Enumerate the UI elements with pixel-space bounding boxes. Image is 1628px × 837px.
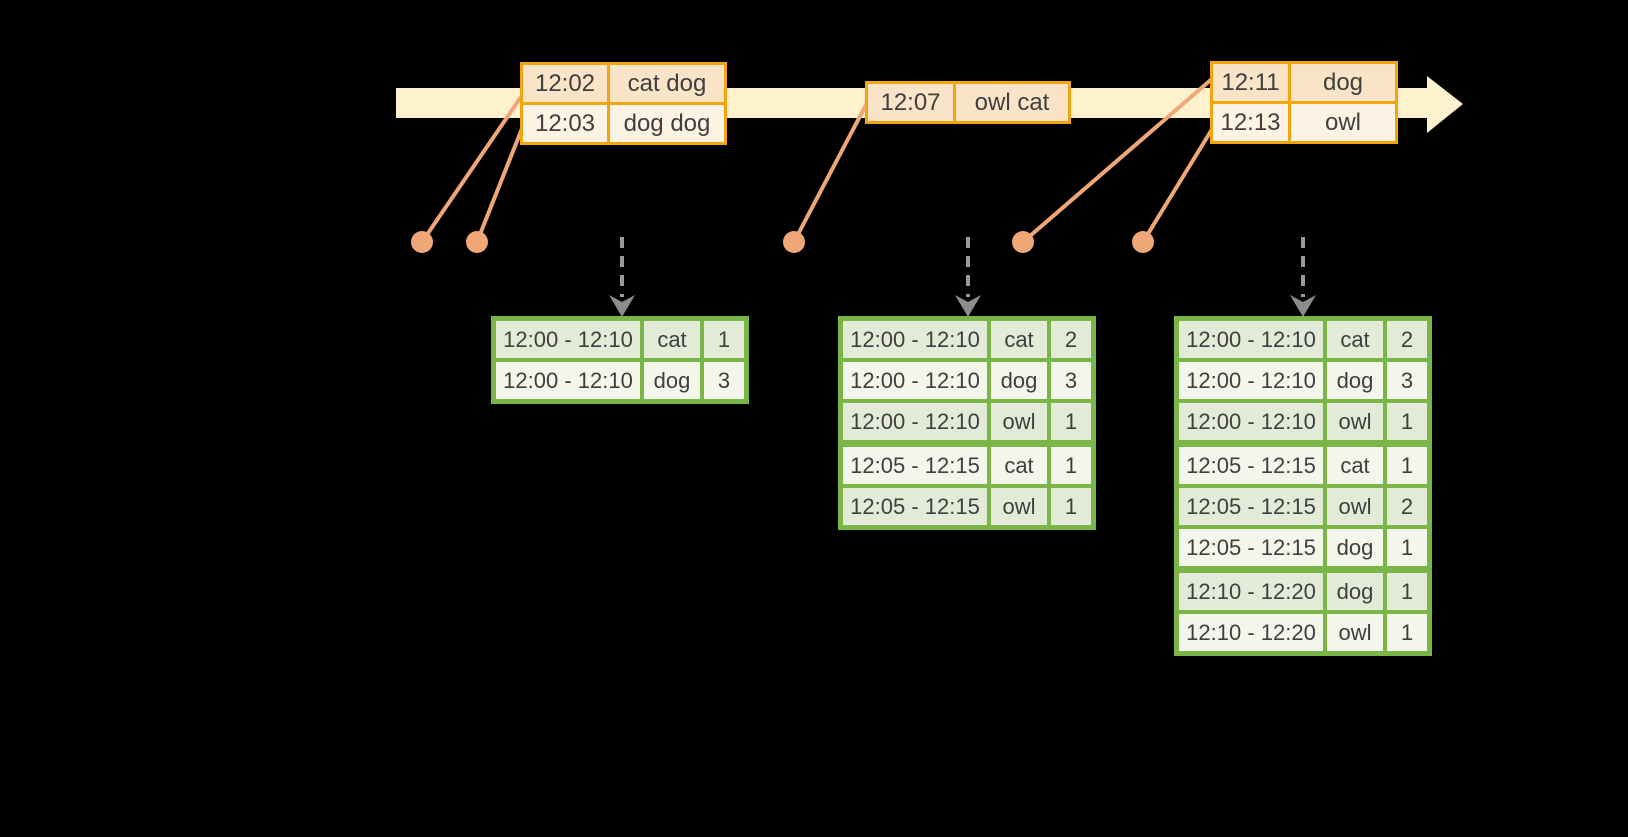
count-cell: 1: [1047, 399, 1096, 446]
event-words-cell: owl cat: [953, 81, 1071, 124]
event-time-cell: 12:03: [520, 102, 610, 145]
count-cell: 2: [1047, 316, 1096, 362]
event-dot: [783, 231, 805, 253]
window-cell: 12:00 - 12:10: [838, 316, 991, 362]
event-row: 12:11 dog: [1210, 61, 1398, 104]
trigger-arrowheads: [609, 295, 1316, 317]
word-cell: cat: [1323, 440, 1387, 488]
word-cell: cat: [987, 440, 1051, 488]
event-row: 12:03 dog dog: [520, 102, 727, 145]
event-row: 12:07 owl cat: [865, 81, 1071, 124]
result-row: 12:10 - 12:20 dog 1: [1174, 566, 1432, 614]
connector-line: [1021, 76, 1215, 244]
result-row: 12:05 - 12:15 cat 1: [1174, 440, 1432, 488]
count-cell: 1: [1383, 525, 1432, 572]
word-cell: cat: [1323, 316, 1387, 362]
connector-line: [420, 92, 525, 244]
event-table-1: 12:02 cat dog 12:03 dog dog: [520, 62, 727, 145]
count-cell: 1: [700, 316, 749, 362]
count-cell: 3: [700, 358, 749, 404]
count-cell: 1: [1383, 610, 1432, 656]
count-cell: 1: [1383, 399, 1432, 446]
word-cell: owl: [987, 484, 1051, 530]
connector-line: [475, 124, 525, 244]
word-cell: cat: [640, 316, 704, 362]
event-row: 12:02 cat dog: [520, 62, 727, 105]
word-cell: owl: [1323, 610, 1387, 656]
window-cell: 12:05 - 12:15: [1174, 440, 1327, 488]
word-cell: cat: [987, 316, 1051, 362]
event-time-cell: 12:02: [520, 62, 610, 105]
word-cell: owl: [1323, 484, 1387, 529]
word-cell: owl: [1323, 399, 1387, 446]
result-row: 12:05 - 12:15 dog 1: [1174, 525, 1432, 572]
result-row: 12:00 - 12:10 owl 1: [1174, 399, 1432, 446]
event-dot: [411, 231, 433, 253]
result-row: 12:00 - 12:10 cat 2: [838, 316, 1096, 362]
window-cell: 12:00 - 12:10: [491, 358, 644, 404]
event-words-cell: dog: [1288, 61, 1398, 104]
event-words-cell: dog dog: [607, 102, 727, 145]
result-table-3: 12:00 - 12:10 cat 2 12:00 - 12:10 dog 3 …: [1174, 316, 1432, 656]
count-cell: 3: [1047, 358, 1096, 403]
result-row: 12:00 - 12:10 cat 2: [1174, 316, 1432, 362]
result-row: 12:00 - 12:10 dog 3: [838, 358, 1096, 403]
result-row: 12:00 - 12:10 cat 1: [491, 316, 749, 362]
event-dot: [466, 231, 488, 253]
event-dot: [1012, 231, 1034, 253]
result-row: 12:00 - 12:10 dog 3: [1174, 358, 1432, 403]
result-row: 12:10 - 12:20 owl 1: [1174, 610, 1432, 656]
result-row: 12:05 - 12:15 cat 1: [838, 440, 1096, 488]
count-cell: 1: [1383, 440, 1432, 488]
event-table-3: 12:11 dog 12:13 owl: [1210, 61, 1398, 144]
timeline-arrowhead-icon: [1427, 76, 1463, 133]
word-cell: dog: [640, 358, 704, 404]
result-table-1: 12:00 - 12:10 cat 1 12:00 - 12:10 dog 3: [491, 316, 749, 404]
window-cell: 12:00 - 12:10: [1174, 316, 1327, 362]
connector-line: [1141, 124, 1216, 244]
result-row: 12:05 - 12:15 owl 2: [1174, 484, 1432, 529]
event-time-cell: 12:07: [865, 81, 956, 124]
word-cell: dog: [1323, 566, 1387, 614]
event-words-cell: owl: [1288, 101, 1398, 144]
word-cell: owl: [987, 399, 1051, 446]
result-table-2: 12:00 - 12:10 cat 2 12:00 - 12:10 dog 3 …: [838, 316, 1096, 530]
trigger-arrows: [620, 237, 1305, 297]
event-dots: [411, 231, 1154, 253]
window-cell: 12:05 - 12:15: [1174, 525, 1327, 572]
count-cell: 3: [1383, 358, 1432, 403]
result-row: 12:00 - 12:10 dog 3: [491, 358, 749, 404]
count-cell: 2: [1383, 316, 1432, 362]
window-cell: 12:00 - 12:10: [1174, 399, 1327, 446]
word-cell: dog: [1323, 358, 1387, 403]
word-cell: dog: [1323, 525, 1387, 572]
count-cell: 1: [1383, 566, 1432, 614]
event-row: 12:13 owl: [1210, 101, 1398, 144]
window-cell: 12:05 - 12:15: [838, 440, 991, 488]
window-cell: 12:05 - 12:15: [838, 484, 991, 530]
window-cell: 12:00 - 12:10: [838, 399, 991, 446]
count-cell: 1: [1047, 484, 1096, 530]
event-table-2: 12:07 owl cat: [865, 81, 1071, 124]
result-row: 12:05 - 12:15 owl 1: [838, 484, 1096, 530]
trigger-arrowhead-icon: [1290, 295, 1316, 317]
connector-lines: [420, 76, 1216, 244]
event-dot: [1132, 231, 1154, 253]
window-cell: 12:00 - 12:10: [1174, 358, 1327, 403]
window-cell: 12:00 - 12:10: [838, 358, 991, 403]
event-time-cell: 12:11: [1210, 61, 1291, 104]
count-cell: 1: [1047, 440, 1096, 488]
count-cell: 2: [1383, 484, 1432, 529]
window-cell: 12:10 - 12:20: [1174, 610, 1327, 656]
event-time-cell: 12:13: [1210, 101, 1291, 144]
event-words-cell: cat dog: [607, 62, 727, 105]
window-cell: 12:10 - 12:20: [1174, 566, 1327, 614]
word-cell: dog: [987, 358, 1051, 403]
result-row: 12:00 - 12:10 owl 1: [838, 399, 1096, 446]
window-cell: 12:00 - 12:10: [491, 316, 644, 362]
connector-line: [792, 99, 870, 244]
trigger-arrowhead-icon: [955, 295, 981, 317]
trigger-arrowhead-icon: [609, 295, 635, 317]
window-cell: 12:05 - 12:15: [1174, 484, 1327, 529]
